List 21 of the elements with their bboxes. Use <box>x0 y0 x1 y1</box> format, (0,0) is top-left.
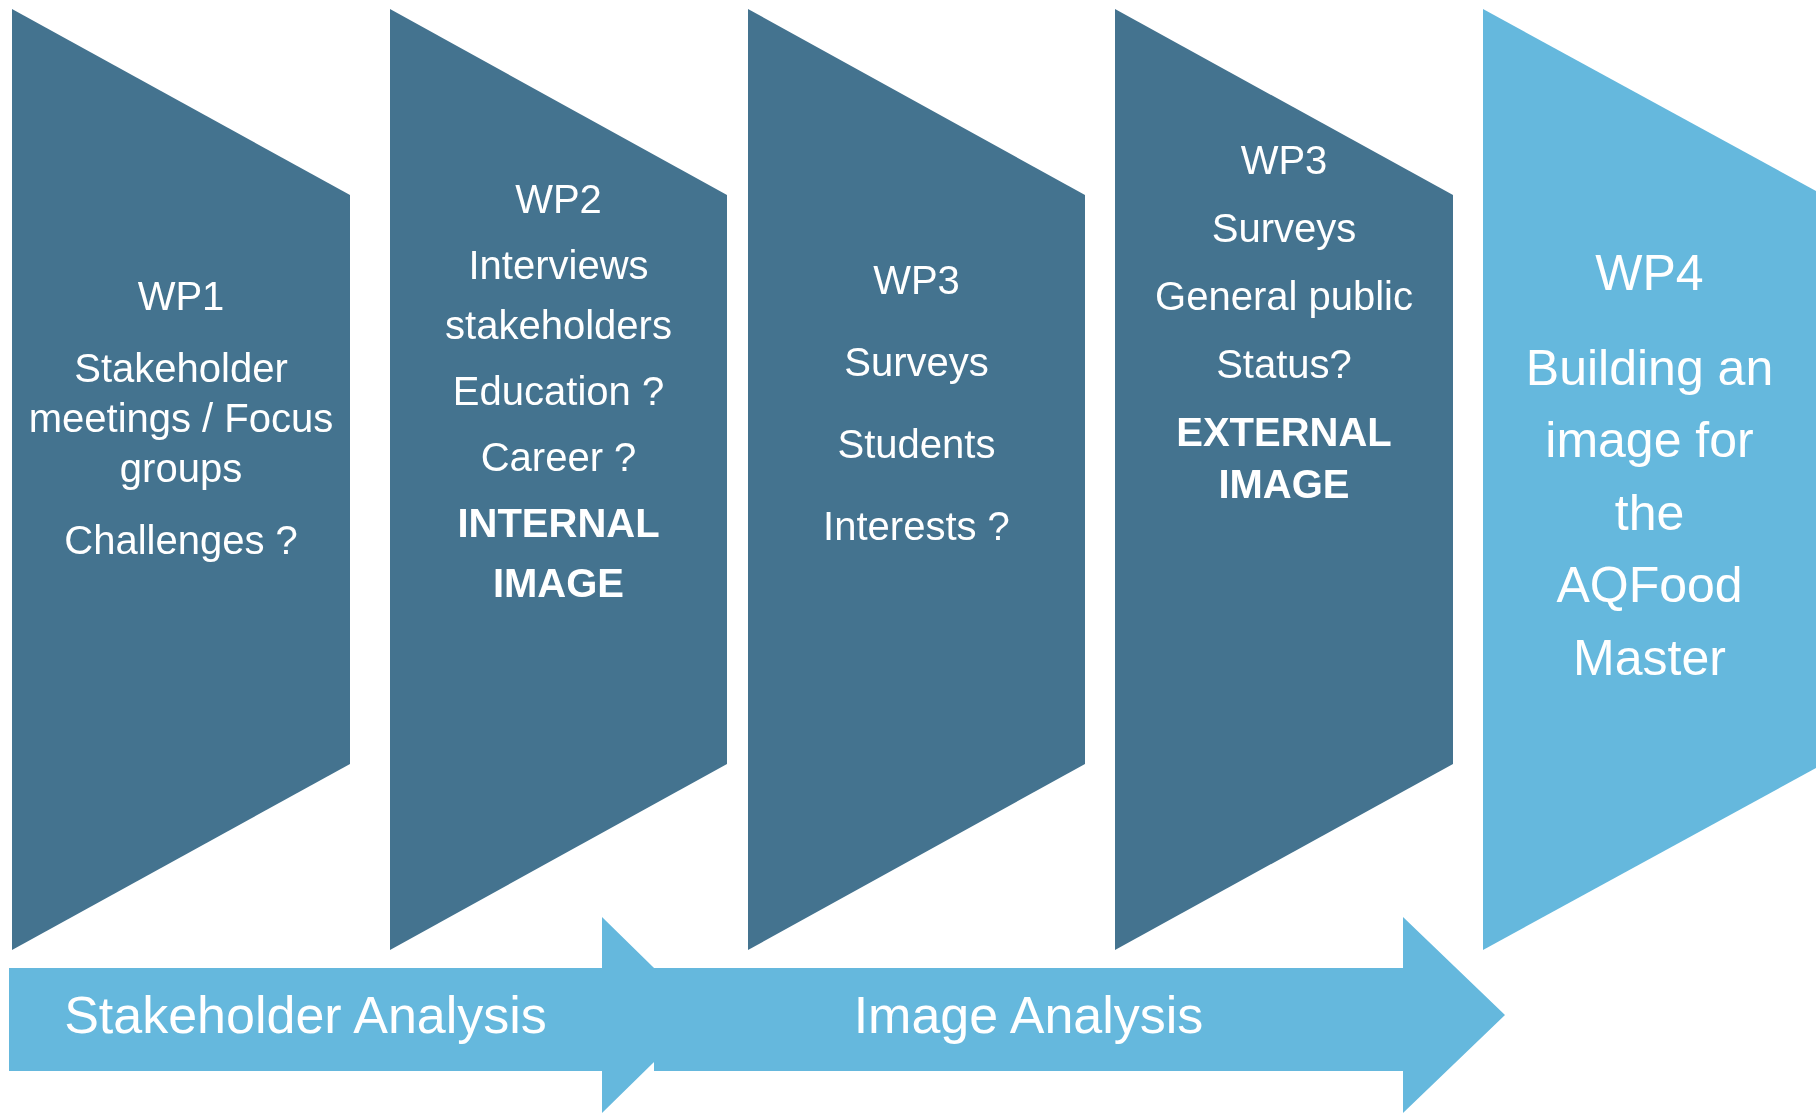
arrow-label: Image Analysis <box>853 984 1204 1046</box>
step-text: General public <box>1155 273 1413 320</box>
step-text: Challenges ? <box>64 517 298 564</box>
step-text: EXTERNAL IMAGE <box>1175 409 1393 508</box>
step-text: WP3 <box>873 257 960 304</box>
arrow-label: Stakeholder Analysis <box>64 984 547 1046</box>
step-text: Students <box>837 421 996 468</box>
step-text: Education ? <box>452 368 665 415</box>
step-text: Status? <box>1216 341 1352 388</box>
step-text: Interests ? <box>823 503 1010 550</box>
step-text: WP4 <box>1595 244 1704 303</box>
step-text: Career ? <box>480 434 637 481</box>
step-text: Surveys <box>844 339 989 386</box>
step-text: INTERNAL IMAGE <box>456 500 661 607</box>
step-text: Interviews stakeholders <box>444 242 673 349</box>
step-text: WP1 <box>137 273 225 320</box>
step-text: WP3 <box>1240 137 1328 184</box>
step-text: Surveys <box>1211 205 1357 252</box>
step-text: Building an image for the AQFood Master <box>1524 338 1775 688</box>
step-text: WP2 <box>515 176 602 223</box>
step-text: Stakeholder meetings / Focus groups <box>27 345 335 492</box>
